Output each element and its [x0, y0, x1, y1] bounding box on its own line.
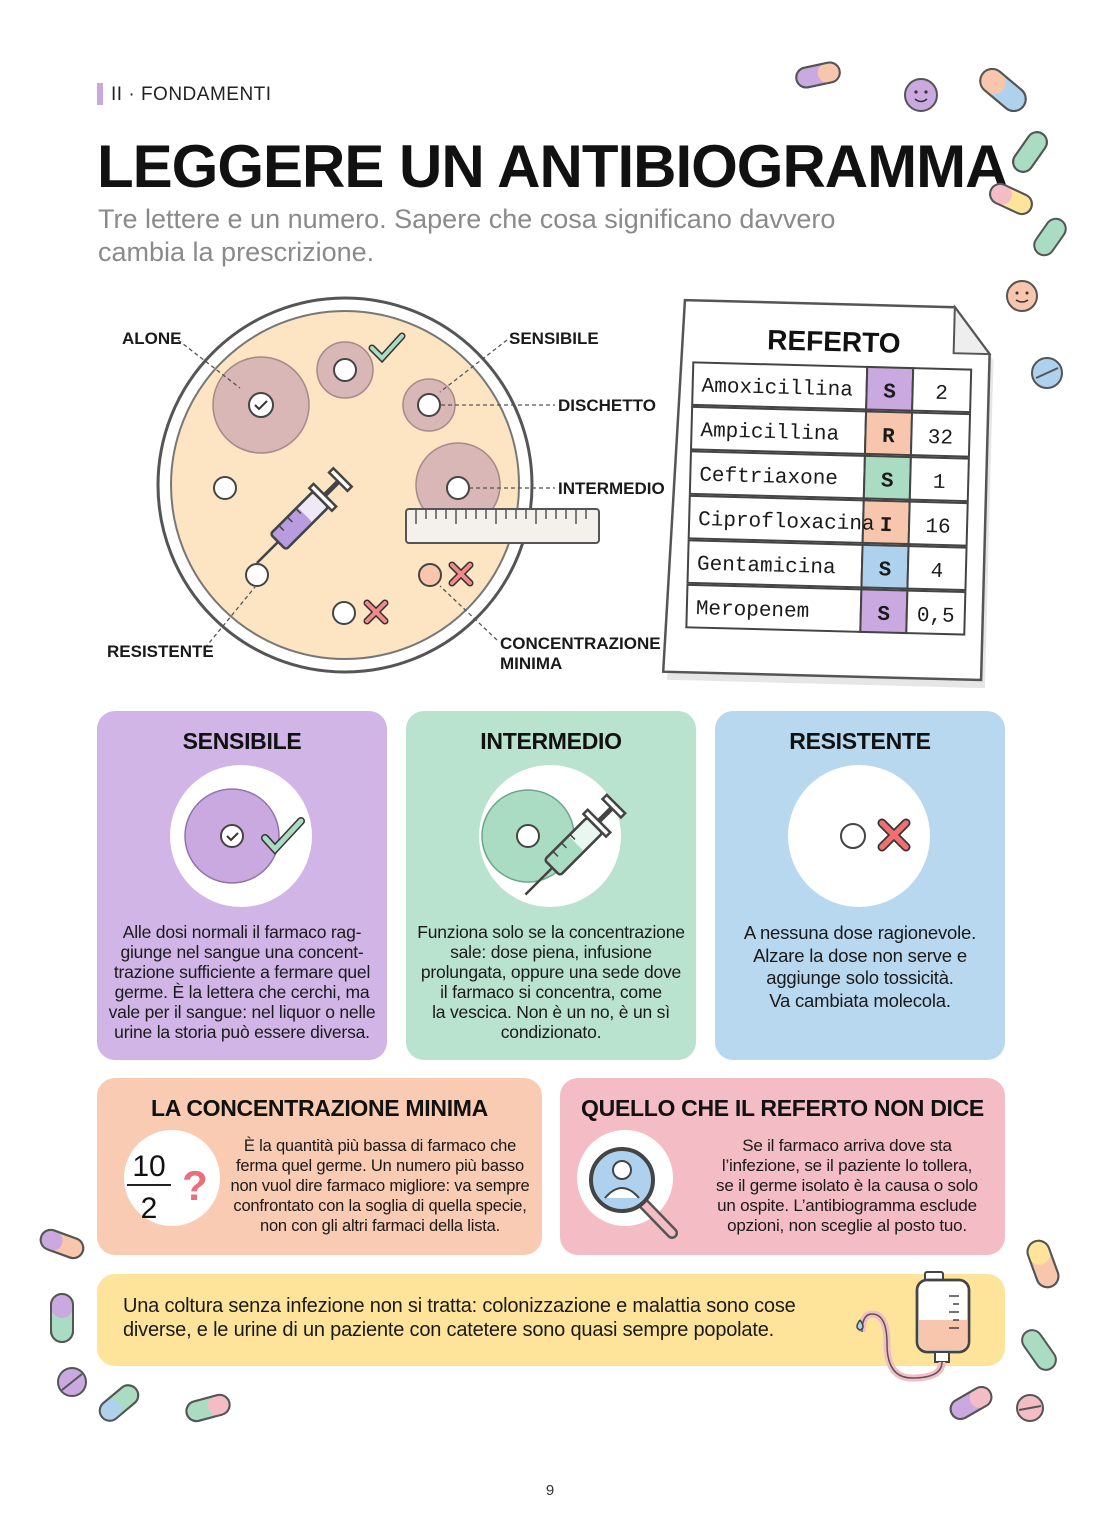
page-subtitle: Tre lettere e un numero. Sapere che cosa…: [98, 204, 836, 267]
cross-icon: [363, 599, 389, 625]
fraction-numerator: 10: [132, 1150, 165, 1183]
label-sensibile: SENSIBILE: [509, 329, 599, 348]
pill-icon: [98, 1384, 140, 1422]
card-text: È la quantità più bassa di farmaco che f…: [230, 1137, 530, 1235]
pill-icon: [1033, 217, 1067, 257]
fraction-circle: [124, 1130, 220, 1226]
magnifier-person-icon: [589, 1147, 678, 1239]
mic-value: 16: [925, 516, 951, 540]
mic-value: 0,5: [917, 605, 955, 629]
ruler-icon: [405, 508, 600, 544]
card-resistente: RESISTENTE A nessuna dose ragionevole. A…: [715, 711, 1005, 1060]
pill-icon: [795, 61, 841, 89]
intermedio-illustration: [481, 789, 627, 896]
tablet-icon: [1031, 357, 1063, 389]
card-title: QUELLO CHE IL REFERTO NON DICE: [581, 1095, 984, 1121]
tablet-icon: [57, 1367, 87, 1397]
pill-icon: [50, 1293, 74, 1343]
drug-name: Ceftriaxone: [699, 465, 838, 492]
cross-icon: [448, 561, 474, 587]
referto-title: REFERTO: [767, 324, 901, 358]
resistente-illustration: [840, 818, 911, 852]
drug-name: Ampicillina: [700, 420, 839, 447]
card-text: Alle dosi normali il farmaco rag- giunge…: [108, 922, 376, 1042]
pill-icon: [185, 1393, 231, 1423]
referto-row: Meropenem S 0,5: [685, 583, 967, 636]
card-title: INTERMEDIO: [480, 728, 622, 754]
pill-icon: [989, 182, 1033, 216]
card-referto-non-dice: QUELLO CHE IL REFERTO NON DICE Se il far…: [560, 1078, 1005, 1255]
pill-icon: [1012, 131, 1048, 173]
susceptibility-code: S: [883, 381, 896, 404]
label-resistente: RESISTENTE: [107, 642, 214, 661]
iv-bag-illustration: [856, 1271, 971, 1382]
mic-value: 4: [930, 561, 943, 584]
drug-name: Amoxicillina: [701, 376, 853, 403]
page-title: LEGGERE UN ANTIBIOGRAMMA: [97, 133, 1008, 200]
card-title: LA CONCENTRAZIONE MINIMA: [151, 1095, 488, 1121]
susceptibility-code: I: [879, 515, 892, 538]
card-concentrazione-minima: LA CONCENTRAZIONE MINIMA 10 2 ? È la qua…: [97, 1078, 542, 1255]
mic-value: 1: [933, 472, 946, 495]
question-mark-icon: ?: [182, 1162, 208, 1209]
referto-row: Amoxicillina S 2: [691, 361, 973, 414]
page-number: 9: [545, 1482, 555, 1499]
drug-name: Gentamicina: [697, 554, 836, 581]
label-intermedio: INTERMEDIO: [558, 479, 665, 498]
footer-note-text: Una coltura senza infezione non si tratt…: [123, 1295, 796, 1341]
susceptibility-code: R: [882, 426, 896, 449]
pill-icon: [979, 68, 1027, 112]
card-text: Funziona solo se la concentrazione sale:…: [417, 922, 685, 1042]
fraction-denominator: 2: [141, 1192, 158, 1225]
syringe-icon: [256, 466, 354, 564]
pill-icon: [1021, 1329, 1057, 1371]
smiley-pill-icon: [1006, 280, 1038, 312]
card-sensibile: SENSIBILE Alle dosi normali il farmaco r…: [97, 711, 387, 1060]
pill-icon: [1026, 1239, 1060, 1289]
iv-bag-icon: [856, 1271, 971, 1382]
magnifier-illustration: [589, 1147, 678, 1239]
footer-note: Una coltura senza infezione non si tratt…: [97, 1271, 1005, 1382]
cross-icon: [877, 818, 911, 852]
pill-icon: [949, 1386, 993, 1420]
label-alone: ALONE: [122, 329, 182, 348]
label-concentrazione: CONCENTRAZIONE: [500, 634, 661, 653]
referto-row: Ampicillina R 32: [689, 405, 972, 458]
referto-row: Ceftriaxone S 1: [688, 450, 970, 503]
susceptibility-code: S: [881, 470, 894, 493]
card-title: SENSIBILE: [182, 728, 302, 754]
tablet-icon: [1016, 1394, 1044, 1422]
card-text: A nessuna dose ragionevole. Alzare la do…: [743, 922, 977, 1011]
section-label: II · FONDAMENTI: [111, 84, 272, 105]
label-dischetto: DISCHETTO: [558, 396, 656, 415]
mic-value: 32: [927, 427, 953, 451]
fraction-illustration: 10 2 ?: [127, 1150, 208, 1225]
sensibile-illustration: [184, 788, 305, 884]
label-minima: MINIMA: [500, 654, 562, 673]
susceptibility-code: S: [878, 559, 891, 582]
card-title: RESISTENTE: [789, 728, 931, 754]
drug-name: Meropenem: [696, 598, 810, 624]
mic-value: 2: [935, 383, 948, 406]
referto-row: Gentamicina S 4: [686, 539, 968, 592]
syringe-icon: [524, 793, 627, 896]
susceptibility-code: S: [877, 604, 890, 627]
drug-name: Ciprofloxacina: [698, 509, 875, 537]
smiley-pill-icon: [904, 78, 938, 112]
pill-icon: [39, 1228, 85, 1260]
section-accent-bar: [97, 83, 103, 105]
card-text: Se il farmaco arriva dove sta l’infezion…: [716, 1136, 978, 1235]
card-intermedio: INTERMEDIO Funziona solo se la concentra…: [406, 711, 696, 1060]
